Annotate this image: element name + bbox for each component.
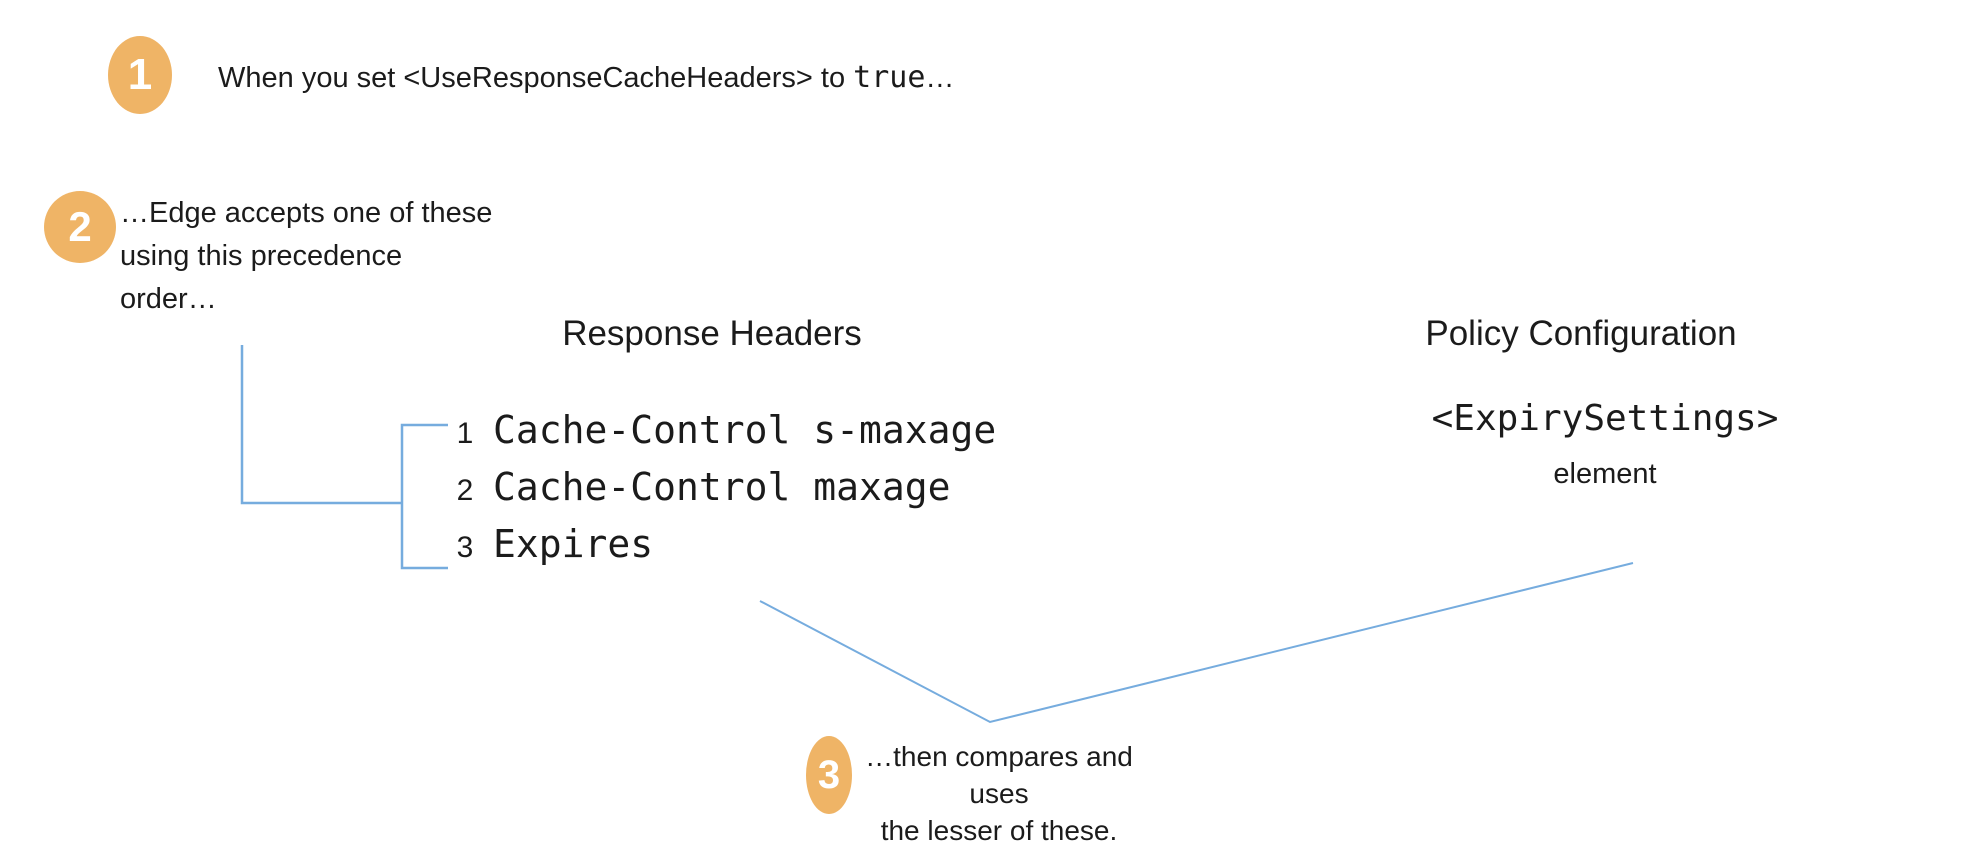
step-2-caption-line-3: order… <box>120 283 217 315</box>
step-3-badge: 3 <box>806 736 852 814</box>
precedence-list: 1 Cache-Control s-maxage 2 Cache-Control… <box>450 408 997 579</box>
step-2-caption: …Edge accepts one of these using this pr… <box>120 192 492 321</box>
step-2-number: 2 <box>68 203 92 250</box>
step-1-number: 1 <box>127 50 153 99</box>
list-item: 2 Cache-Control maxage <box>450 465 996 522</box>
precedence-header-3: Expires <box>493 522 654 566</box>
step-3-number: 3 <box>817 753 841 797</box>
step-1-text-after: … <box>925 62 955 94</box>
step-1-badge: 1 <box>108 36 172 114</box>
step-2-caption-line-2: using this precedence <box>120 240 403 272</box>
policy-configuration-heading: Policy Configuration <box>1425 314 1737 353</box>
step-1-code-true: true <box>853 60 926 95</box>
step-1-caption: When you set <UseResponseCacheHeaders> t… <box>218 56 954 100</box>
step-3-caption: …then compares and uses the lesser of th… <box>858 738 1140 849</box>
step-2-badge: 2 <box>44 191 116 263</box>
precedence-drop-connector-line <box>240 345 402 505</box>
response-headers-heading: Response Headers <box>562 314 862 353</box>
step-3-caption-line-1: …then compares and uses <box>865 741 1133 809</box>
expiry-settings-element-label: element <box>1553 458 1657 490</box>
step-1-text-before: When you set <UseResponseCacheHeaders> t… <box>218 62 854 94</box>
step-2-caption-line-1: …Edge accepts one of these <box>120 197 493 229</box>
precedence-rank-2: 2 <box>456 474 474 507</box>
list-item: 3 Expires <box>450 522 996 579</box>
precedence-rank-1: 1 <box>456 417 474 450</box>
expiry-settings-code: <ExpirySettings> <box>1431 398 1779 439</box>
precedence-rank-3: 3 <box>456 531 474 564</box>
compare-v-line <box>759 562 1634 724</box>
precedence-bracket-line <box>400 423 448 570</box>
list-item: 1 Cache-Control s-maxage <box>450 408 997 465</box>
precedence-header-2: Cache-Control maxage <box>493 465 951 509</box>
precedence-header-1: Cache-Control s-maxage <box>493 408 997 452</box>
step-3-caption-line-2: the lesser of these. <box>880 815 1118 846</box>
